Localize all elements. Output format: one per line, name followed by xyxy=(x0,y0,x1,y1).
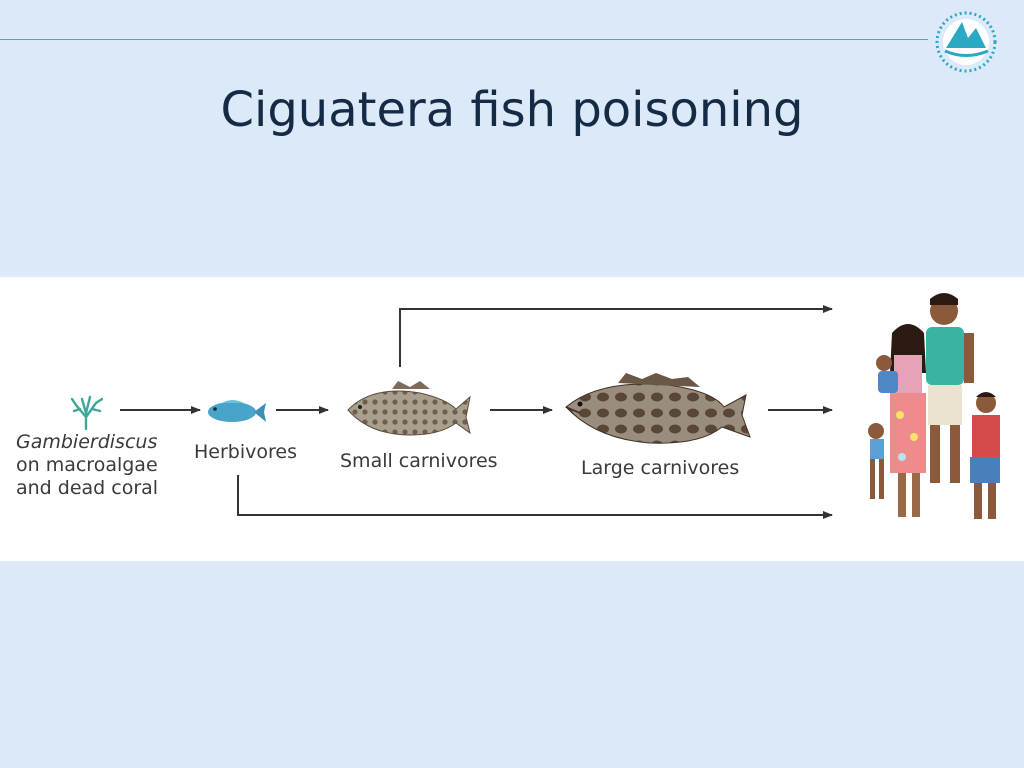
small-carnivores-label: Small carnivores xyxy=(340,450,498,472)
gambierdiscus-line2: on macroalgae xyxy=(16,454,158,476)
arrow-small-carnivores-to-humans xyxy=(399,305,833,367)
gambierdiscus-label: Gambierdiscus on macroalgae and dead cor… xyxy=(16,431,158,500)
arrow-herbivores-to-humans xyxy=(237,475,833,519)
gambierdiscus-line3: and dead coral xyxy=(16,477,159,499)
herbivores-label: Herbivores xyxy=(194,441,297,463)
small-carnivore-fish-icon xyxy=(347,381,471,436)
gambierdiscus-name: Gambierdiscus xyxy=(16,431,158,453)
gambierdiscus-algae-icon xyxy=(70,395,104,431)
slide-title: Ciguatera fish poisoning xyxy=(220,82,804,138)
organization-logo-icon xyxy=(935,11,997,73)
food-chain-panel xyxy=(0,277,1024,561)
herbivore-fish-icon xyxy=(208,400,266,422)
food-chain-diagram xyxy=(70,293,1000,519)
large-carnivores-label: Large carnivores xyxy=(581,457,740,479)
header-rule xyxy=(0,39,928,40)
chain-arrows xyxy=(120,305,833,519)
large-carnivore-fish-icon xyxy=(565,373,751,444)
family-icon xyxy=(868,293,1000,519)
